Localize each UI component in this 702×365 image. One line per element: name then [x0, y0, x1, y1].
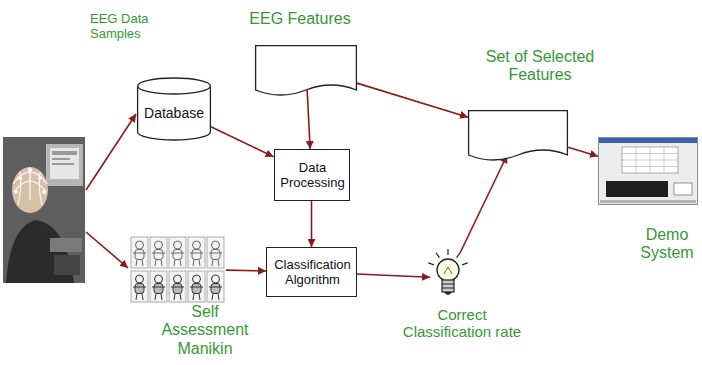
flow-arrow [357, 83, 468, 117]
lightbulb-icon: Correct Classification rate [430, 253, 466, 303]
figure-caption: Demo System [636, 226, 698, 263]
manikin-figures-outline [130, 236, 226, 302]
database-cylinder: EEG Data SamplesDatabase [137, 78, 211, 140]
document-caption: EEG Features [230, 10, 370, 28]
document-caption: Set of Selected Features [468, 48, 612, 85]
figure-caption: Self Assessment Manikin [150, 303, 260, 358]
box-label: Classification Algorithm [272, 258, 353, 288]
manikin-figures: Self Assessment Manikin [130, 236, 226, 302]
lightbulb-icon-outline [430, 253, 466, 303]
flow-arrow [307, 90, 310, 149]
photo-arrow [86, 114, 136, 190]
demo-screen: Demo System [598, 137, 698, 205]
flow-arrow [211, 127, 274, 157]
flow-arrow [226, 269, 266, 271]
box-label: Data Processing [280, 161, 346, 191]
features-document: EEG Features [255, 45, 357, 100]
photo-arrow [86, 232, 128, 268]
process-box: Data Processing [274, 149, 350, 201]
flow-arrow [357, 274, 430, 277]
data-caption: EEG Data Samples [90, 12, 162, 42]
flow-arrow [568, 147, 598, 156]
box-label: Database [142, 105, 206, 121]
selected-features-document: Set of Selected Features [468, 110, 568, 165]
eeg-photo [3, 137, 85, 283]
flow-arrow [311, 201, 313, 247]
features-document-outline [255, 45, 357, 100]
demo-screen-outline [598, 137, 698, 205]
selected-features-document-outline [468, 110, 568, 165]
flow-arrow [460, 155, 507, 253]
figure-caption: Correct Classification rate [392, 306, 532, 341]
process-box: Classification Algorithm [266, 247, 357, 297]
